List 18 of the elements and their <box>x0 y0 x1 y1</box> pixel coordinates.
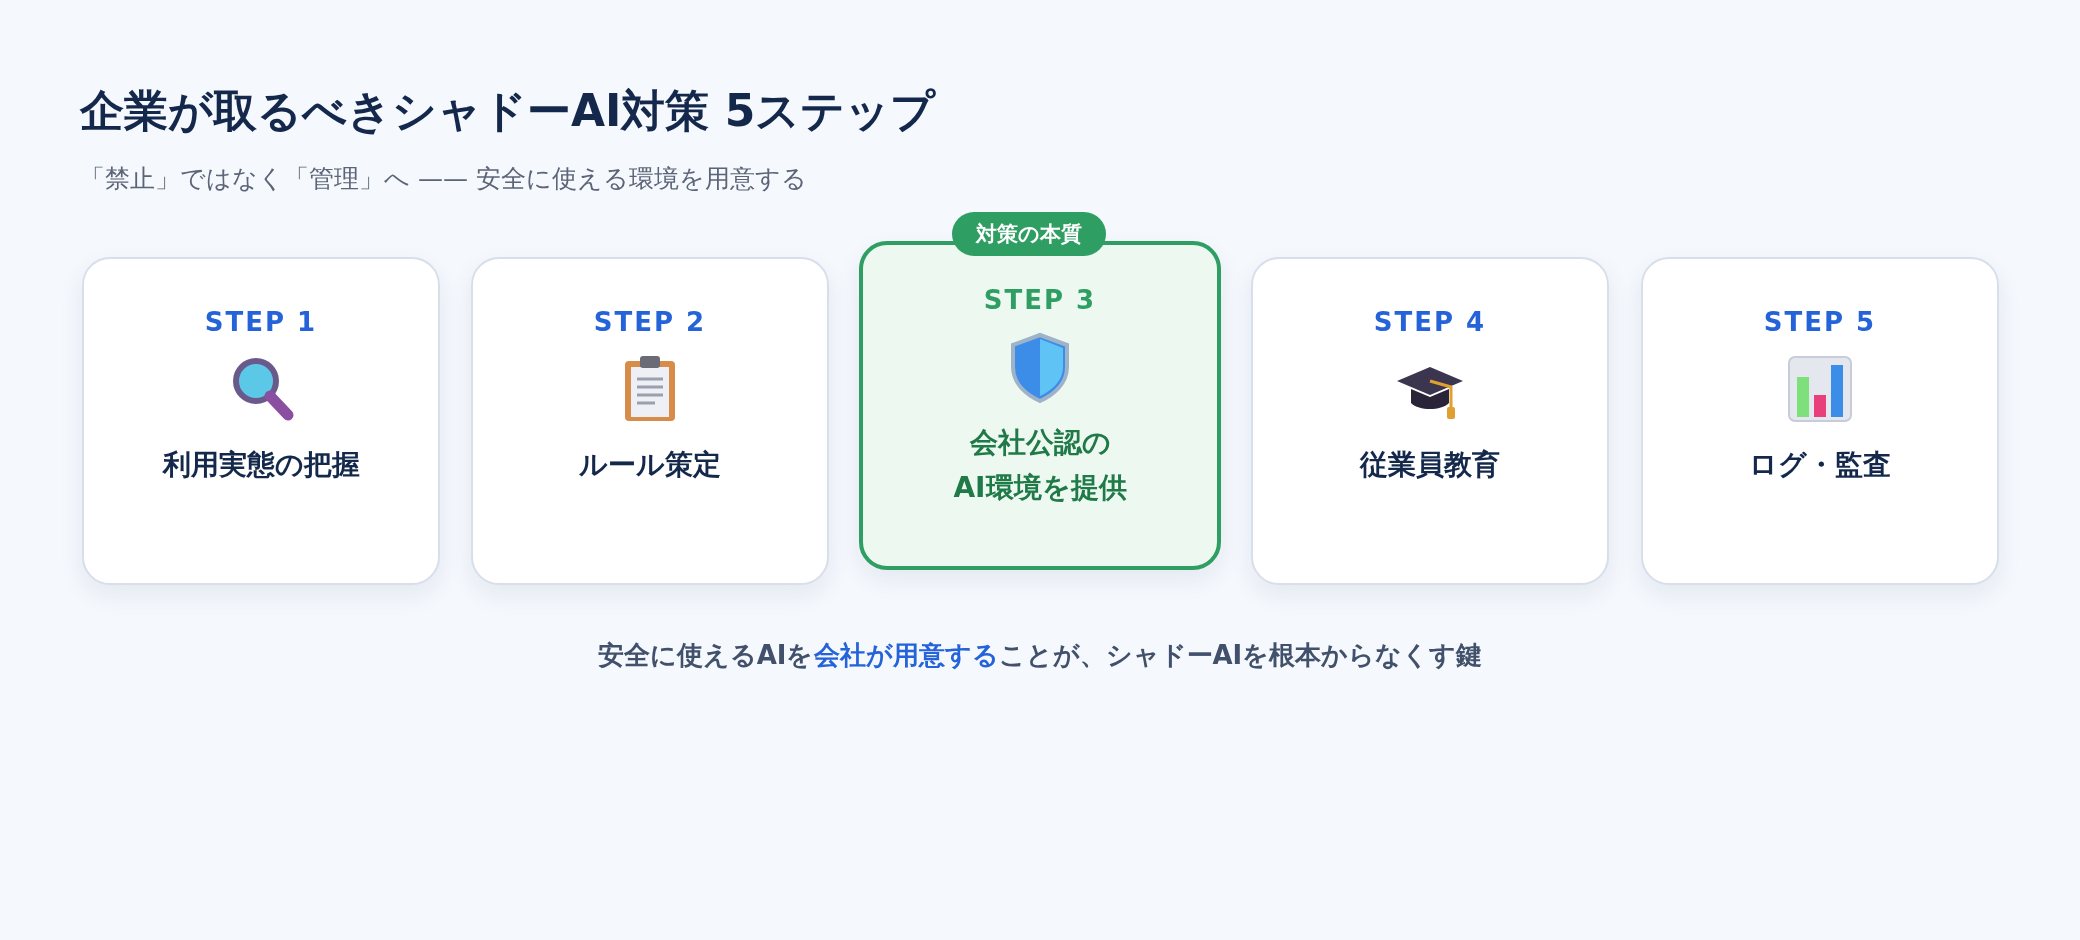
step-card <box>1641 257 1999 585</box>
step-label: STEP 4 <box>1373 307 1487 337</box>
key-message: 安全に使えるAIを会社が用意することが、シャドーAIを根本からなくす鍵 <box>596 639 1484 672</box>
step-card <box>1251 257 1609 585</box>
step-card <box>82 257 440 585</box>
step-title: 会社公認の AI環境を提供 <box>952 425 1128 506</box>
badge-pill: 対策の本質 <box>952 212 1106 256</box>
step-label: STEP 5 <box>1763 307 1877 337</box>
step-title: 従業員教育 <box>1358 447 1501 483</box>
step-title: ログ・監査 <box>1748 447 1892 483</box>
step-label: STEP 2 <box>593 307 707 337</box>
title: 企業が取るべきシャドーAI対策 5ステップ <box>80 84 936 138</box>
step-card <box>471 257 829 585</box>
step-label: STEP 1 <box>204 307 318 337</box>
subtitle: 「禁止」ではなく「管理」へ —— 安全に使える環境を用意する <box>80 163 807 195</box>
step-title: ルール策定 <box>578 447 722 483</box>
step-title: 利用実態の把握 <box>161 447 361 483</box>
step-label: STEP 3 <box>983 285 1097 315</box>
